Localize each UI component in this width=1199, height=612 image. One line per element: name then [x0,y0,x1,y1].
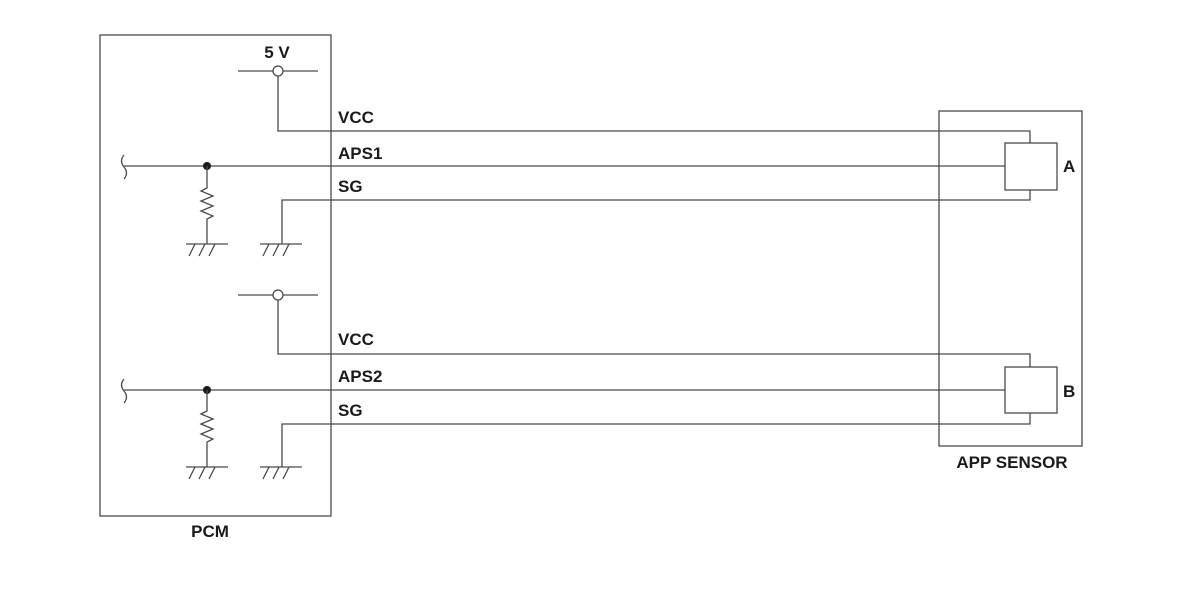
pcm-label: PCM [191,522,229,541]
supply-label: 5 V [264,43,290,62]
aps2-label: APS2 [338,367,382,386]
sg-wire-1 [281,190,1031,244]
pcm-box [99,34,332,517]
sensor-element-b-label: B [1063,382,1075,401]
break-symbol-1 [120,154,128,180]
sg-wire-2 [281,413,1031,467]
vcc-wire-2 [277,300,1031,367]
ground-symbol-sg-1 [260,243,302,257]
resistor-2 [199,390,215,467]
break-symbol-2 [120,378,128,404]
ground-symbol-resistor-2 [186,466,228,480]
ground-symbol-sg-2 [260,466,302,480]
app-sensor-label: APP SENSOR [956,453,1067,472]
channel-2: VCC APS2 SG B [120,289,1075,480]
ground-symbol-resistor-1 [186,243,228,257]
channel-1: 5 V VCC APS1 SG A [120,43,1075,257]
sensor-element-a-label: A [1063,157,1075,176]
vcc-wire-1 [277,76,1031,143]
app-sensor-box [938,110,1083,447]
supply-terminal-2 [272,289,284,301]
sensor-element-a [1004,142,1058,191]
sg-label-1: SG [338,177,363,196]
sensor-element-b [1004,366,1058,414]
vcc-label-2: VCC [338,330,374,349]
supply-terminal-1 [272,65,284,77]
vcc-label-1: VCC [338,108,374,127]
sg-label-2: SG [338,401,363,420]
resistor-1 [199,166,215,244]
aps1-label: APS1 [338,144,382,163]
